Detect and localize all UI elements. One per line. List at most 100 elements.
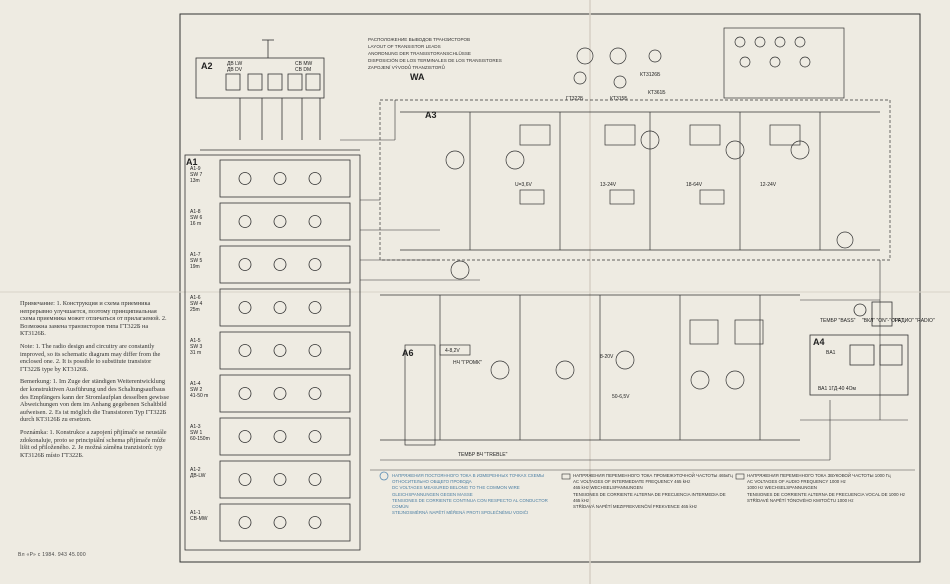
band-sw: СВ-MW <box>190 516 208 522</box>
wires <box>340 100 908 461</box>
coil-symbol <box>238 258 252 271</box>
coil-symbol <box>238 172 252 185</box>
band-sw: SW 1 <box>190 430 203 436</box>
voltage-badge: 12-24V <box>760 182 777 188</box>
legend-line: ANORDNUNG DER TRANSISTORANSCHLÜSSE <box>368 51 471 56</box>
band-module <box>219 202 351 241</box>
transistor-pinouts <box>573 47 662 89</box>
coil-symbol <box>308 258 322 271</box>
speaker-label: BA1 <box>826 350 836 356</box>
band-range: 60-150m <box>190 436 210 442</box>
note-cs-2: 2. Je možná záměna tranzistorů: typ КТ31… <box>20 444 163 459</box>
band-module <box>219 374 351 413</box>
coil-symbol <box>273 473 287 486</box>
band-range: 16 m <box>190 221 202 227</box>
drawing-frame <box>179 13 921 563</box>
footnote-line: TENSIONES DE CORRIENTE CONTINUA CON RESP… <box>392 497 548 510</box>
note-de-2: 2. Es ist möglich die Transistoren Typ Г… <box>20 408 167 424</box>
band-sw: SW 6 <box>190 215 203 221</box>
a1-block <box>184 149 361 551</box>
footnote-line: НАПРЯЖЕНИЯ ПЕРЕМЕННОГО ТОКА ЗВУКОВОЙ ЧАС… <box>747 473 891 478</box>
a2-band-mw: СВ MW <box>295 61 313 67</box>
a2-band-dv: ДВ DV <box>227 67 243 73</box>
band-sw: SW 4 <box>190 301 203 307</box>
band-name: A1-1 <box>190 510 201 516</box>
a3-label: A3 <box>425 110 437 120</box>
note-ru-2: 2. Возможна замена транзисторов типа ГТ3… <box>20 315 167 338</box>
tembr-treble-label: ТЕМБР ВЧ "TREBLE" <box>458 452 508 458</box>
coil-symbol <box>308 473 322 486</box>
transistor-type-1: ГТ322Б <box>566 96 584 102</box>
tembr-bass-label: ТЕМБР "BASS" <box>820 318 856 324</box>
transistor-type-2: КТ315Б <box>610 96 628 102</box>
band-name: A1-7 <box>190 252 201 258</box>
band-module <box>219 460 351 499</box>
band-range: 41-50 m <box>190 393 209 399</box>
band-module <box>219 503 351 542</box>
voltage-badge: U=3,6V <box>515 182 532 188</box>
note-en-2: 2. It is possible to substitute transist… <box>20 358 152 373</box>
footnote-dc: НАПРЯЖЕНИЯ ПОСТОЯННОГО ТОКА В ИЗМЕРЕННЫХ… <box>392 473 557 516</box>
note-en: Note: 1. The radio design and circuitry … <box>20 342 161 366</box>
footnote-line: STŘÍDAVÉ NAPĚTÍ TÓNOVÉHO KMITOČTU 1000 H… <box>747 497 854 503</box>
speaker-note: ВА1 1ГД-40 4Ом <box>818 386 856 392</box>
footnote-line: DC VOLTAGES MEASURED BELONG TO THE COMMO… <box>392 485 520 491</box>
transistor-type-4: КТ361Б <box>648 90 666 96</box>
coil-symbol <box>238 387 252 400</box>
coil-symbol <box>308 430 322 443</box>
footnote-line: AC VOLTAGES OF AUDIO FREQUENCY 1000 Hz <box>747 479 846 485</box>
band-name: A1-6 <box>190 295 201 301</box>
band-name: A1-4 <box>190 381 201 387</box>
footnote-line: 465 kHz WECHSELSPANNUNGEN <box>573 485 643 491</box>
coil-symbol <box>308 172 322 185</box>
band-range: 13m <box>190 178 200 184</box>
coil-symbol <box>273 215 287 228</box>
radio-label: "РАДИО" "RADIO" <box>893 318 935 324</box>
a4-block <box>809 301 909 396</box>
band-name: A1-3 <box>190 424 201 430</box>
coil-symbol <box>238 473 252 486</box>
lower-circuit <box>380 294 800 446</box>
pinout-legend: РАСПОЛОЖЕНИЕ ВЫВОДОВ ТРАНЗИСТОРОВ LAYOUT… <box>368 36 502 71</box>
band-sw: ДВ-LW <box>190 473 206 479</box>
note-cs: Poznámka: 1. Konstrukce a zapojení přijí… <box>20 428 167 452</box>
transistor-type-3: КТ3126Б <box>640 72 661 78</box>
footnote-line: TENSIONES DE CORRIENTE ALTERNA DE FRECUE… <box>573 491 726 503</box>
legend-line: DISPOSICIÓN DE LOS TERMINALES DE LOS TRA… <box>368 58 502 63</box>
note-de: Bemerkung: 1. Im Zuge der ständigen Weit… <box>20 378 169 416</box>
band-module <box>219 331 351 370</box>
wa-label: WA <box>410 72 425 82</box>
band-module <box>219 245 351 284</box>
a3-block <box>379 99 891 280</box>
band-name: A1-8 <box>190 209 201 215</box>
voltage-badge: 13-24V <box>600 182 617 188</box>
band-sw: SW 3 <box>190 344 203 350</box>
a2-block <box>195 39 325 140</box>
footnote-af: НАПРЯЖЕНИЯ ПЕРЕМЕННОГО ТОКА ЗВУКОВОЙ ЧАС… <box>747 473 915 504</box>
voltage-badge: 18-64V <box>686 182 703 188</box>
band-module <box>219 417 351 456</box>
coil-symbol <box>238 430 252 443</box>
band-sw: SW 2 <box>190 387 203 393</box>
coil-symbol <box>308 387 322 400</box>
footnote-line: НАПРЯЖЕНИЯ ПЕРЕМЕННОГО ТОКА ПРОМЕЖУТОЧНО… <box>573 473 733 478</box>
band-name: A1-5 <box>190 338 201 344</box>
legend-line: LAYOUT OF TRANSISTOR LEADS <box>368 44 441 49</box>
voltage-badge: 4-8,2V <box>445 348 460 354</box>
legend-line: РАСПОЛОЖЕНИЕ ВЫВОДОВ ТРАНЗИСТОРОВ <box>368 37 471 42</box>
coil-symbol <box>273 258 287 271</box>
volume-label: НЧ "ГРОМК" <box>453 360 482 366</box>
band-name: A1-9 <box>190 166 201 172</box>
coil-symbol <box>238 301 252 314</box>
footnote-if: НАПРЯЖЕНИЯ ПЕРЕМЕННОГО ТОКА ПРОМЕЖУТОЧНО… <box>573 473 733 510</box>
band-range: 19m <box>190 264 200 270</box>
legend-line: ZAPOJENÍ VÝVODŮ TRANZISTORŮ <box>368 65 445 70</box>
